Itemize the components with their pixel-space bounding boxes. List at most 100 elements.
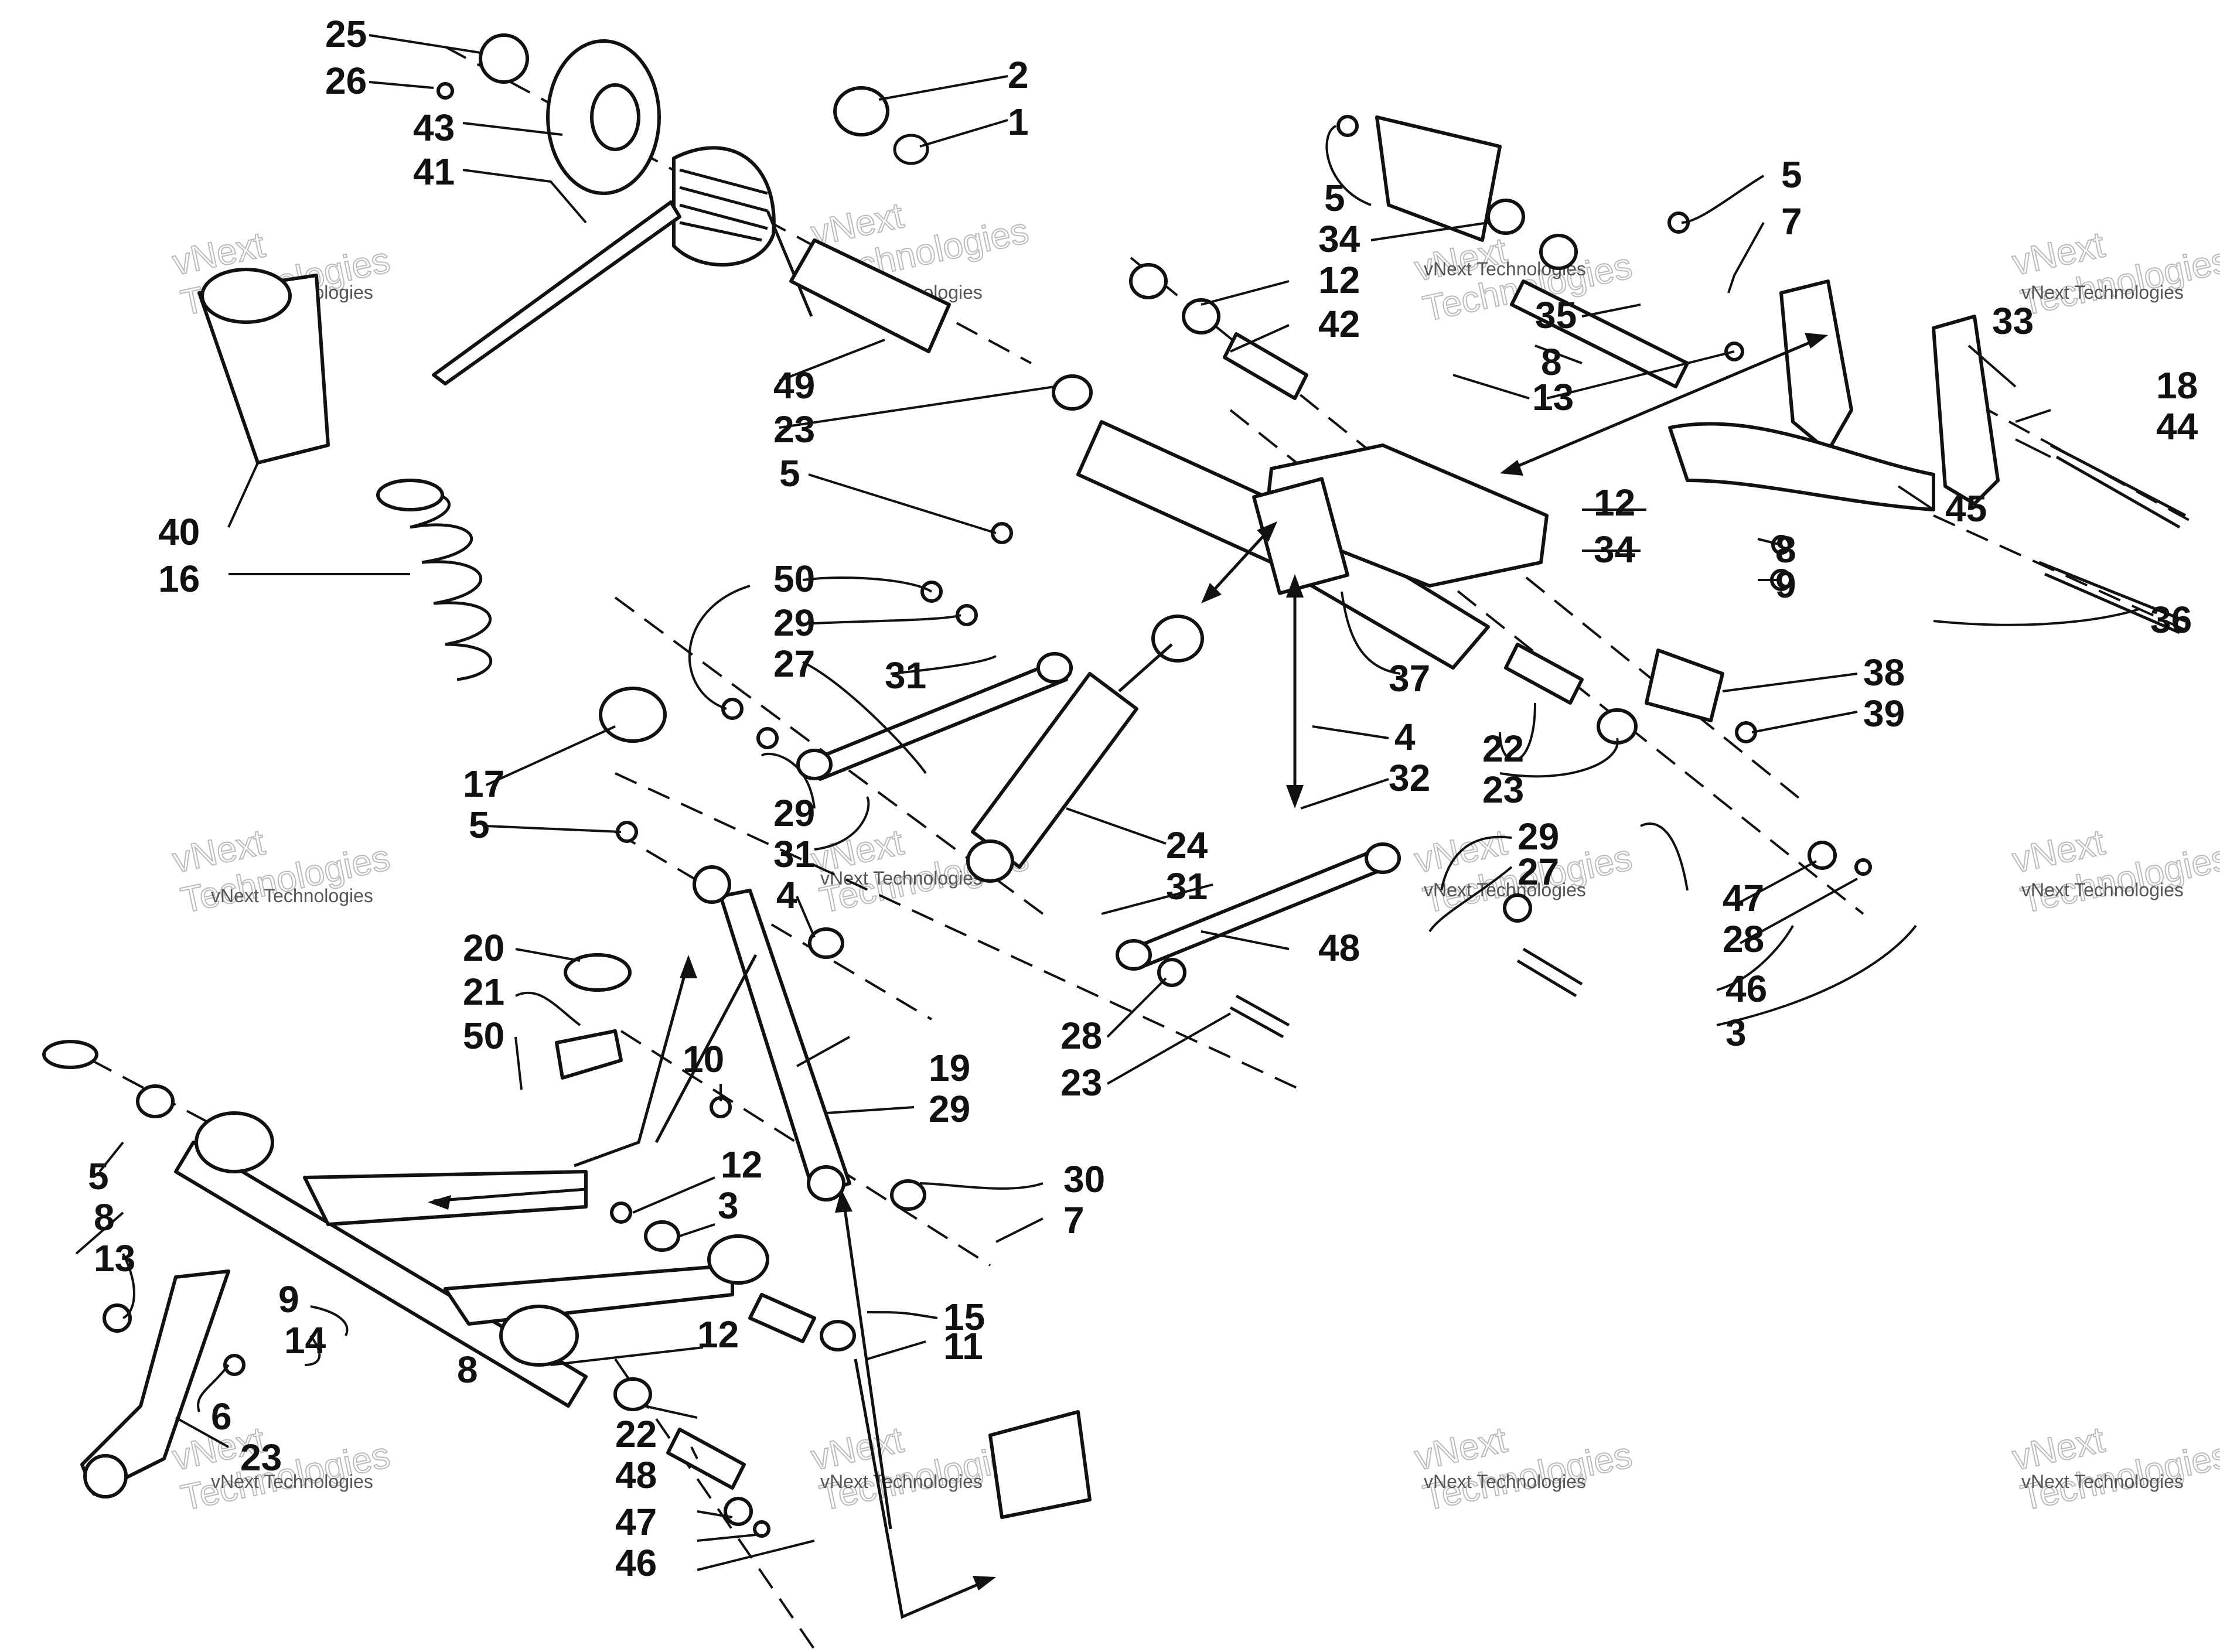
callout-46: 3	[1725, 1012, 1747, 1054]
assembly-arrows	[428, 333, 1828, 1619]
bushing	[1182, 298, 1220, 335]
washer	[103, 1303, 132, 1333]
arm-end-plate	[499, 1305, 579, 1367]
callout-31: 29	[1517, 815, 1559, 858]
bushing	[1129, 263, 1168, 299]
callout-12: 15	[943, 1296, 985, 1338]
callout-labels: 25 26 43 41 2 1 5 34 12 42 35 8 13 5 7 3…	[88, 13, 2198, 1584]
arm-end-plate	[195, 1111, 274, 1173]
callout-8: 6	[211, 1395, 232, 1438]
callout-23: 22	[615, 1413, 657, 1455]
callout-7: 8	[94, 1196, 115, 1238]
link-bushing	[1116, 939, 1152, 971]
link-bushing	[1036, 652, 1073, 684]
spacer-bushing	[1597, 708, 1638, 745]
callout-6: 23	[240, 1436, 282, 1479]
callout-33: 33	[1992, 300, 2034, 342]
watermark-small: vNext Technologies	[211, 1471, 373, 1492]
callout-49: 49	[773, 364, 815, 407]
washer	[753, 1520, 770, 1538]
callout-21: 50	[463, 1015, 504, 1057]
callout-11: 8	[457, 1349, 478, 1391]
callout-47: 46	[615, 1542, 657, 1584]
snap-ring	[893, 134, 929, 165]
callout-39: 39	[1863, 692, 1905, 735]
callout-20: 21	[463, 971, 504, 1013]
callout-7: 7	[1781, 200, 1802, 243]
pivot-shaft	[1223, 332, 1308, 400]
spacer-tube	[748, 1293, 816, 1343]
long-shaft	[1510, 279, 1689, 388]
callout-31: 31	[773, 833, 815, 875]
callout-22: 22	[1482, 728, 1524, 770]
bushing	[820, 1320, 856, 1351]
watermark-small: vNext Technologies	[2021, 879, 2184, 900]
callout-42: 42	[1318, 303, 1360, 345]
callout-29: 27	[1517, 851, 1559, 893]
washer	[756, 727, 779, 749]
callout-37: 37	[1389, 657, 1430, 699]
callout-30: 7	[1063, 1199, 1085, 1241]
torsion-spring-wraps	[679, 168, 768, 242]
spring-retainer	[599, 687, 667, 743]
callout-15: 11	[943, 1325, 983, 1367]
callout-13: 13	[1532, 376, 1574, 418]
spacer-tube	[666, 1428, 746, 1490]
callout-5: 5	[469, 804, 490, 846]
nut	[1336, 115, 1359, 137]
long-bolt	[2050, 443, 2187, 529]
callout-38: 38	[1863, 651, 1905, 694]
callout-28: 23	[1060, 1061, 1102, 1104]
callout-9: 14	[284, 1319, 326, 1361]
callout-50: 50	[773, 558, 815, 600]
torsion-spring-leg	[766, 210, 813, 317]
rear-shock-lower-eye	[966, 839, 1014, 883]
mount-bracket	[1375, 115, 1502, 242]
front-shock-body	[719, 889, 851, 1197]
mount-block	[890, 1179, 926, 1211]
callout-43: 43	[413, 107, 455, 149]
callout-32: 32	[1389, 757, 1430, 799]
pivot-sleeve	[789, 238, 951, 353]
callout-9: 9	[1775, 564, 1796, 606]
pivot-plate	[1645, 648, 1724, 722]
bushing	[136, 1084, 175, 1118]
callout-23: 23	[1482, 769, 1524, 811]
callout-31: 31	[1166, 865, 1208, 907]
callout-25: 25	[325, 13, 367, 55]
watermark-small: vNext Technologies	[1424, 1471, 1586, 1492]
callout-5: 12	[721, 1144, 762, 1186]
spacer-tube	[1504, 643, 1584, 705]
bolt	[1516, 947, 1583, 998]
link-bushing	[796, 749, 833, 780]
callout-40: 40	[158, 511, 200, 553]
bearing	[833, 86, 889, 136]
callout-13: 9	[278, 1278, 299, 1320]
callout-45: 45	[1945, 487, 1987, 530]
front-arm-lower	[444, 1264, 734, 1326]
callout-12: 12	[1318, 259, 1360, 301]
callout-8: 8	[1775, 528, 1796, 571]
shock-spring	[386, 491, 492, 681]
washer	[1808, 841, 1837, 870]
callout-35: 35	[1535, 294, 1577, 336]
slide-skid	[1668, 422, 1935, 511]
mount-block	[808, 927, 844, 959]
callout-18: 18	[2156, 364, 2198, 407]
hitch-half	[555, 1029, 623, 1080]
washer	[724, 1497, 753, 1526]
callout-17: 17	[463, 763, 504, 805]
callout-36: 36	[2150, 599, 2192, 641]
callout-16: 16	[158, 558, 200, 600]
callout-23: 5	[88, 1155, 109, 1197]
rear-arm-plate	[1252, 477, 1349, 595]
bushing	[644, 1220, 680, 1252]
callout-8: 13	[94, 1237, 135, 1279]
callout-19: 20	[463, 927, 504, 969]
callout-44: 44	[2156, 405, 2198, 448]
hitch-cup	[564, 953, 632, 992]
callout-27: 48	[1318, 927, 1360, 969]
leader-lines	[75, 34, 2139, 1571]
rail-fragment	[988, 1410, 1092, 1519]
torsion-spring-coil	[672, 146, 776, 267]
